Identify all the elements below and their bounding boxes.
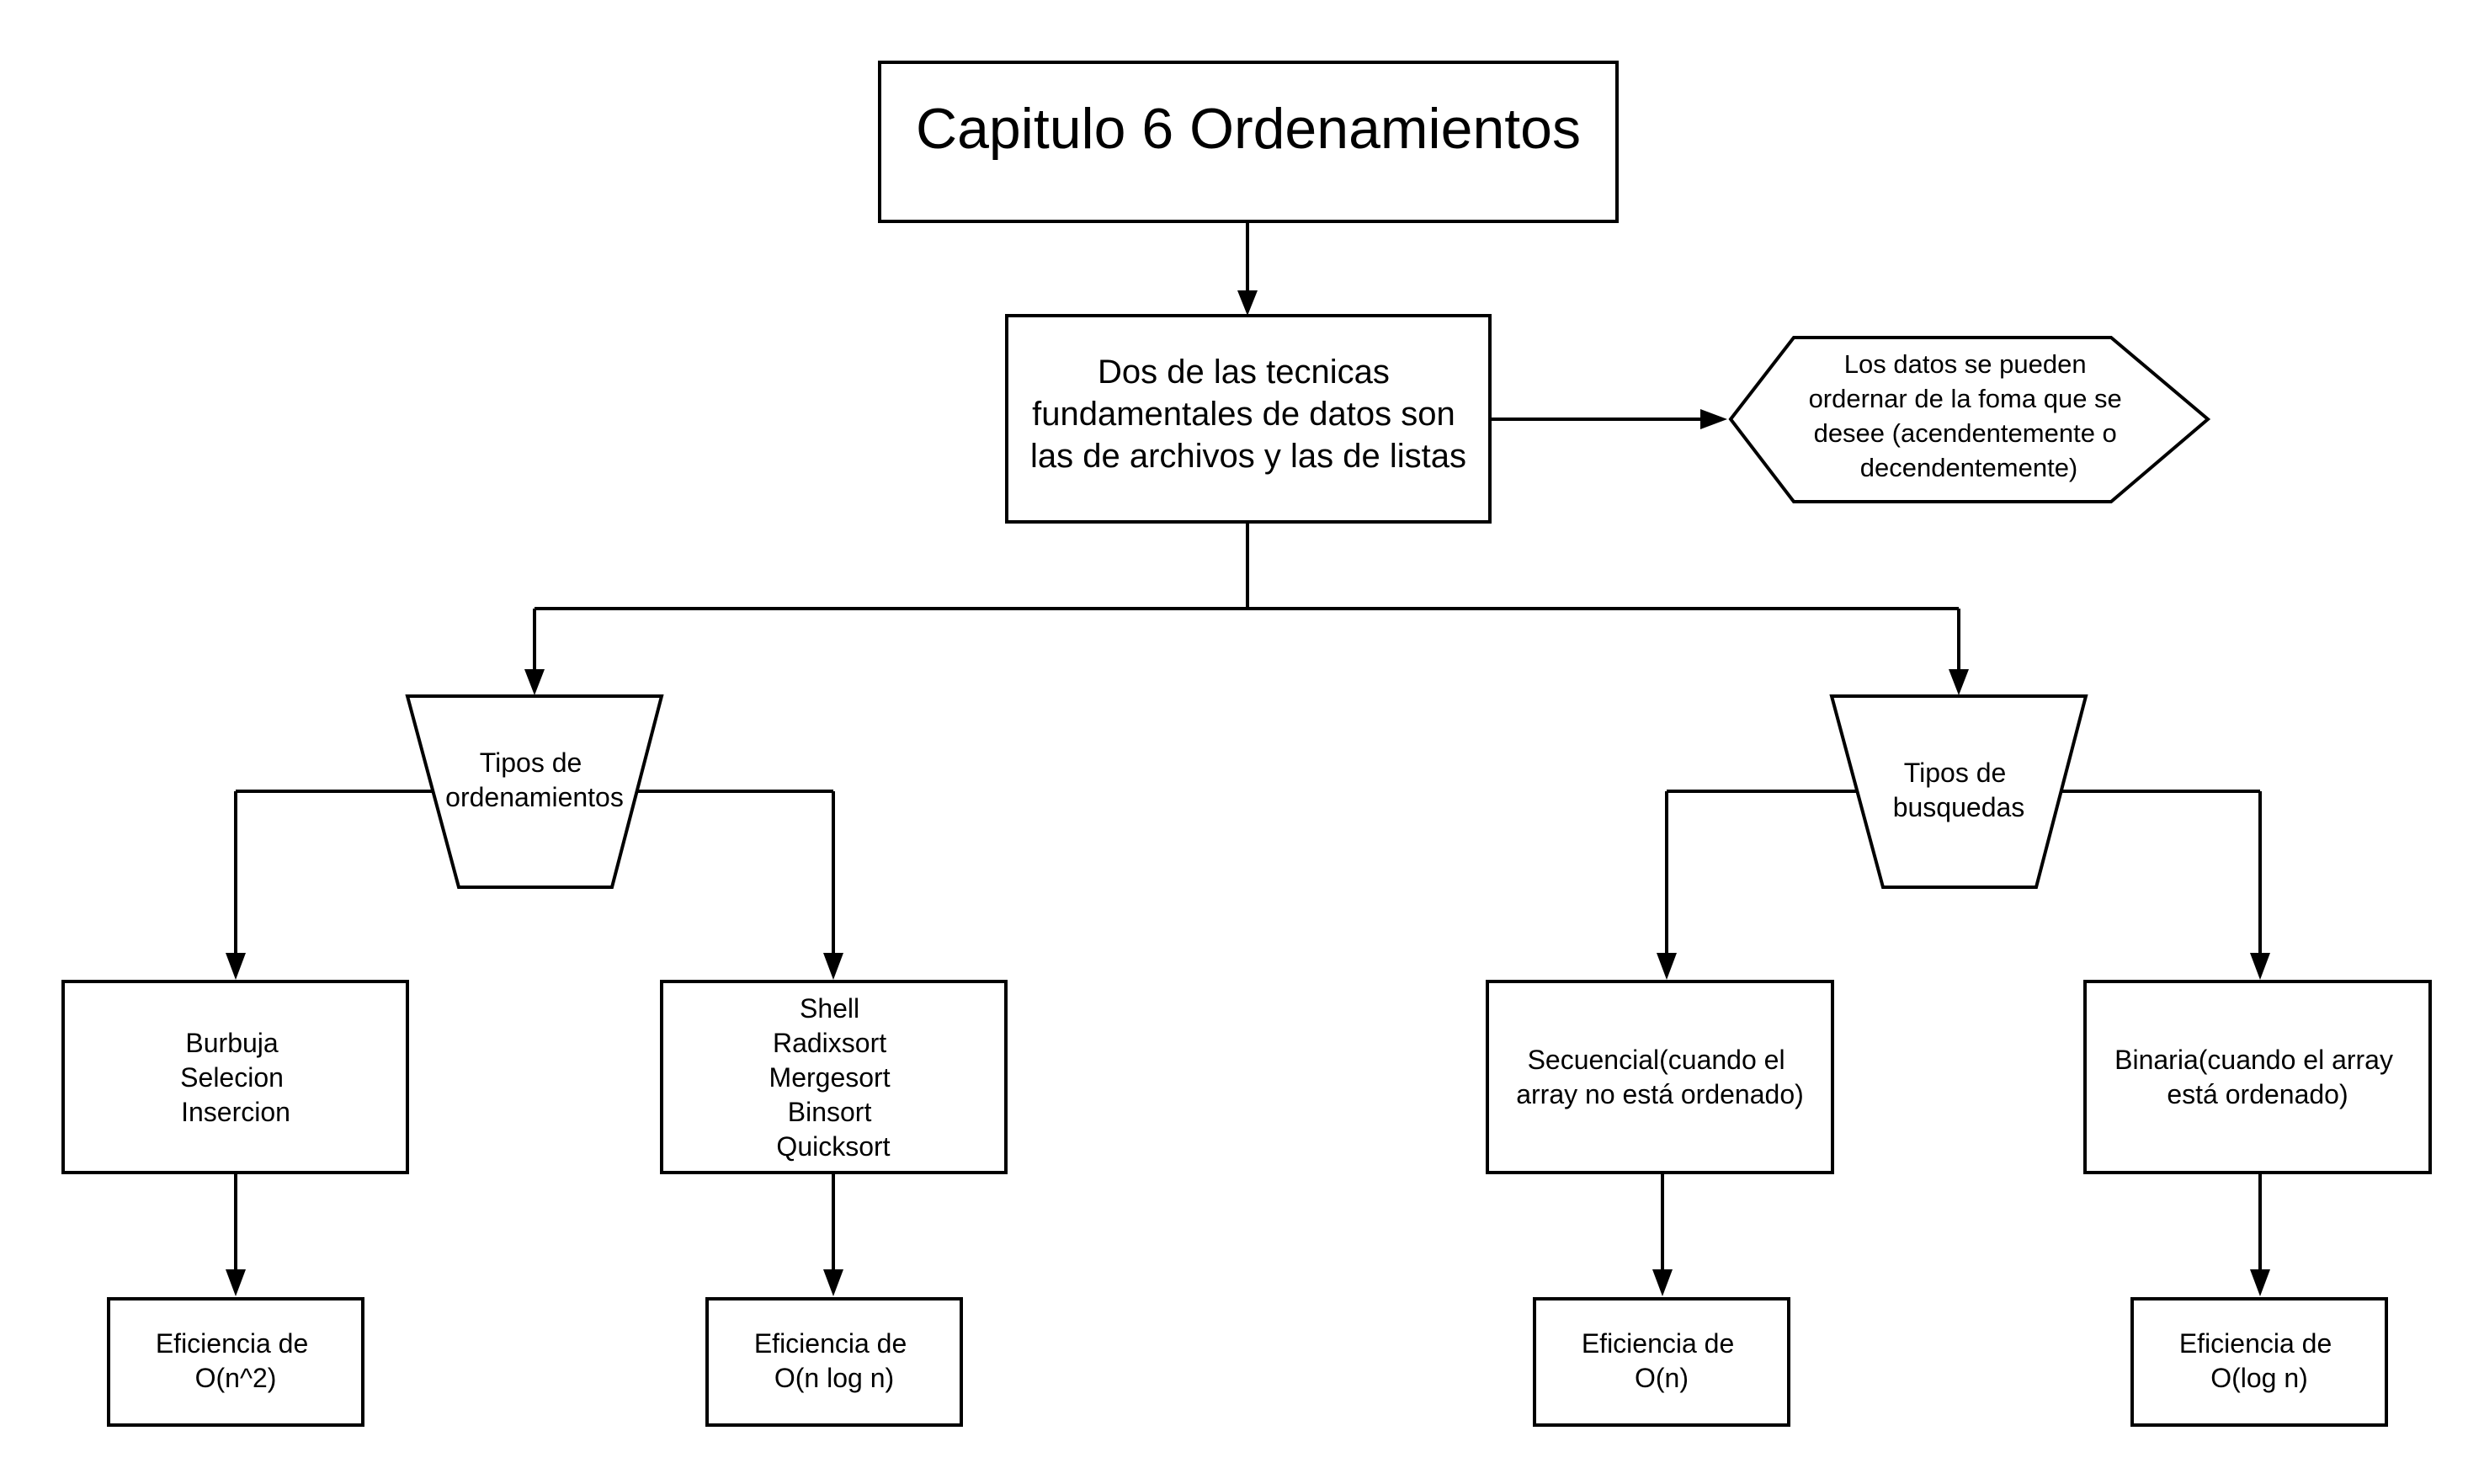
arrowhead-intro: [1237, 290, 1258, 316]
efficiency-line: Eficiencia de: [754, 1328, 907, 1359]
efficiency-basic-text: Eficiencia de O(n^2): [156, 1328, 316, 1393]
arrowhead-eff-basic: [226, 1269, 246, 1296]
efficiency-line: O(n log n): [774, 1363, 894, 1393]
efficiency-sequential-node: Eficiencia de O(n): [1533, 1297, 1790, 1427]
sort-advanced-item: Shell: [800, 993, 859, 1024]
sort-basic-item: Selecion: [180, 1062, 284, 1093]
sort-types-text: Tipos de ordenamientos: [445, 747, 624, 812]
arrowhead-search-types: [1949, 669, 1969, 695]
edge-intro-branch: [533, 522, 1960, 669]
search-types-text: Tipos de busquedas: [1893, 758, 2025, 822]
sort-advanced-node: Shell Radixsort Mergesort Binsort Quicks…: [660, 980, 1008, 1174]
arrowhead-note: [1700, 409, 1727, 429]
efficiency-line: O(n): [1635, 1363, 1689, 1393]
sort-advanced-item: Radixsort: [773, 1028, 886, 1058]
efficiency-line: O(log n): [2210, 1363, 2308, 1393]
sort-types-node: Tipos de ordenamientos: [405, 694, 664, 889]
arrowhead-sort-basic: [226, 953, 246, 980]
search-types-node: Tipos de busquedas: [1829, 694, 2088, 889]
efficiency-advanced-node: Eficiencia de O(n log n): [705, 1297, 963, 1427]
sort-types-line: ordenamientos: [445, 782, 624, 812]
efficiency-binary-node: Eficiencia de O(log n): [2130, 1297, 2388, 1427]
sort-types-line: Tipos de: [480, 747, 582, 778]
sort-advanced-text: Shell Radixsort Mergesort Binsort Quicks…: [769, 993, 898, 1162]
note-line: Los datos se pueden: [1844, 349, 2087, 379]
note-line: desee (acendentemente o: [1814, 418, 2117, 448]
note-line: decendentemente): [1860, 453, 2078, 482]
arrowhead-eff-sequential: [1652, 1269, 1673, 1296]
efficiency-line: Eficiencia de: [156, 1328, 308, 1359]
search-binary-text: Binaria(cuando el array está ordenado): [2114, 1045, 2401, 1109]
intro-line: las de archivos y las de listas: [1030, 438, 1466, 475]
arrowhead-eff-binary: [2250, 1269, 2270, 1296]
arrowhead-sort-types: [524, 669, 545, 695]
sort-basic-text: Burbuja Selecion Insercion: [180, 1028, 291, 1127]
search-types-line: Tipos de: [1904, 758, 2007, 788]
intro-node: Dos de las tecnicas fundamentales de dat…: [1005, 314, 1492, 524]
sort-advanced-item: Binsort: [788, 1097, 872, 1127]
arrowhead-search-sequential: [1657, 953, 1677, 980]
note-line: ordernar de la foma que se: [1809, 384, 2122, 413]
search-sequential-text: Secuencial(cuando el array no está orden…: [1516, 1045, 1804, 1109]
search-sequential-line: Secuencial(cuando el: [1528, 1045, 1785, 1075]
arrowhead-search-binary: [2250, 953, 2270, 980]
intro-text: Dos de las tecnicas fundamentales de dat…: [1030, 354, 1466, 475]
search-sequential-node: Secuencial(cuando el array no está orden…: [1486, 980, 1834, 1174]
efficiency-line: O(n^2): [195, 1363, 277, 1393]
intro-line: fundamentales de datos son: [1032, 396, 1455, 433]
connectors: [226, 221, 2270, 1296]
sort-advanced-item: Mergesort: [769, 1062, 891, 1093]
intro-line: Dos de las tecnicas: [1098, 354, 1390, 391]
efficiency-binary-text: Eficiencia de O(log n): [2179, 1328, 2339, 1393]
sort-basic-item: Insercion: [181, 1097, 290, 1127]
search-binary-node: Binaria(cuando el array está ordenado): [2083, 980, 2432, 1174]
title-node: Capitulo 6 Ordenamientos: [878, 61, 1619, 223]
efficiency-line: Eficiencia de: [1582, 1328, 1734, 1359]
sort-basic-item: Burbuja: [185, 1028, 279, 1058]
sort-advanced-item: Quicksort: [776, 1131, 890, 1162]
search-types-line: busquedas: [1893, 792, 2025, 822]
efficiency-sequential-text: Eficiencia de O(n): [1582, 1328, 1742, 1393]
title-text: Capitulo 6 Ordenamientos: [916, 97, 1581, 161]
efficiency-line: Eficiencia de: [2179, 1328, 2332, 1359]
search-binary-line: Binaria(cuando el array: [2114, 1045, 2393, 1075]
search-sequential-line: array no está ordenado): [1516, 1079, 1804, 1109]
sort-basic-node: Burbuja Selecion Insercion: [61, 980, 409, 1174]
note-hexagon: Los datos se pueden ordernar de la foma …: [1728, 336, 2211, 503]
note-text: Los datos se pueden ordernar de la foma …: [1809, 349, 2130, 482]
efficiency-advanced-text: Eficiencia de O(n log n): [754, 1328, 914, 1393]
arrowhead-eff-advanced: [823, 1269, 843, 1296]
arrowhead-sort-advanced: [823, 953, 843, 980]
search-binary-line: está ordenado): [2167, 1079, 2348, 1109]
efficiency-basic-node: Eficiencia de O(n^2): [107, 1297, 364, 1427]
